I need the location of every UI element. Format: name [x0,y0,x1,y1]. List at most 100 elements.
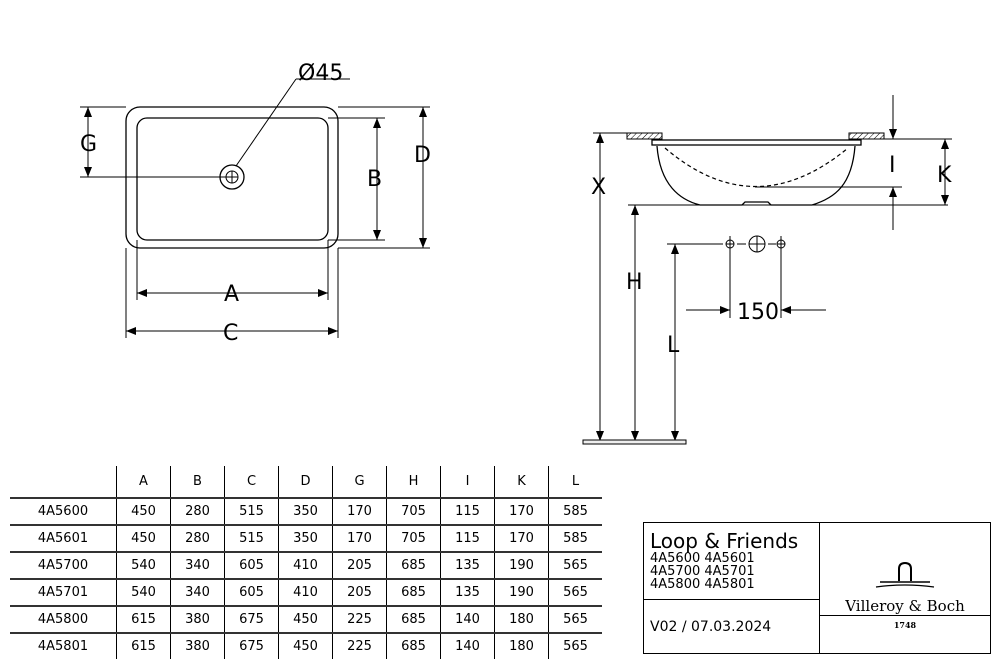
value-cell: 170 [332,524,387,552]
value-cell: 685 [386,605,441,633]
value-cell: 170 [494,524,549,552]
tap-spacing-label: 150 [737,300,779,325]
column-header: G [332,466,387,498]
value-cell: 585 [548,524,602,552]
value-cell: 515 [224,524,279,552]
value-cell: 450 [116,524,171,552]
value-cell: 615 [116,605,171,633]
value-cell: 615 [116,632,171,659]
value-cell: 135 [440,578,495,606]
value-cell: 170 [332,497,387,525]
model-cell: 4A5700 [10,551,117,579]
model-cell: 4A5601 [10,524,117,552]
fountain-icon [875,561,935,588]
value-cell: 135 [440,551,495,579]
value-cell: 225 [332,605,387,633]
label-a: A [224,282,239,307]
label-h: H [626,270,643,295]
value-cell: 675 [224,605,279,633]
column-header: K [494,466,549,498]
value-cell: 140 [440,605,495,633]
label-d: D [414,143,431,168]
value-cell: 180 [494,605,549,633]
top-view [80,78,430,338]
value-cell: 115 [440,524,495,552]
value-cell: 565 [548,605,602,633]
title-block-info: Loop & Friends 4A5600 4A5601 4A5700 4A57… [644,523,820,653]
value-cell: 190 [494,578,549,606]
value-cell: 225 [332,632,387,659]
value-cell: 685 [386,578,441,606]
column-header: D [278,466,333,498]
column-header: I [440,466,495,498]
value-cell: 685 [386,632,441,659]
model-line: 4A5800 4A5801 [650,577,755,592]
value-cell: 170 [494,497,549,525]
title-block: Loop & Friends 4A5600 4A5601 4A5700 4A57… [643,522,991,654]
label-i: I [889,153,896,178]
value-cell: 115 [440,497,495,525]
value-cell: 340 [170,578,225,606]
value-cell: 540 [116,578,171,606]
value-cell: 205 [332,578,387,606]
value-cell: 515 [224,497,279,525]
model-cell: 4A5801 [10,632,117,659]
column-header: H [386,466,441,498]
version-date: V02 / 07.03.2024 [650,619,772,635]
value-cell: 450 [116,497,171,525]
value-cell: 340 [170,551,225,579]
product-title: Loop & Friends [650,529,799,553]
value-cell: 605 [224,551,279,579]
label-g: G [80,132,97,157]
value-cell: 380 [170,605,225,633]
value-cell: 190 [494,551,549,579]
label-x: X [591,175,606,200]
value-cell: 450 [278,632,333,659]
drain-diameter-label: Ø45 [298,61,343,86]
label-l: L [667,333,680,358]
brand-logo: Villeroy & Boch 1748 [820,523,990,653]
value-cell: 410 [278,551,333,579]
value-cell: 565 [548,551,602,579]
label-k: K [937,163,952,188]
column-header: B [170,466,225,498]
value-cell: 205 [332,551,387,579]
side-view [582,95,952,445]
value-cell: 565 [548,632,602,659]
column-header: C [224,466,279,498]
brand-name: Villeroy & Boch [820,597,990,616]
value-cell: 450 [278,605,333,633]
model-list: 4A5600 4A5601 4A5700 4A5701 4A5800 4A580… [650,552,755,591]
value-cell: 605 [224,578,279,606]
brand-year: 1748 [893,620,917,630]
model-cell: 4A5600 [10,497,117,525]
label-b: B [367,167,382,192]
value-cell: 540 [116,551,171,579]
model-cell: 4A5800 [10,605,117,633]
value-cell: 350 [278,497,333,525]
value-cell: 140 [440,632,495,659]
value-cell: 350 [278,524,333,552]
title-block-header: Loop & Friends 4A5600 4A5601 4A5700 4A57… [644,523,819,600]
column-header: A [116,466,171,498]
value-cell: 705 [386,497,441,525]
model-cell: 4A5701 [10,578,117,606]
model-line: 4A5700 4A5701 [650,564,755,579]
value-cell: 585 [548,497,602,525]
model-line: 4A5600 4A5601 [650,551,755,566]
value-cell: 380 [170,632,225,659]
value-cell: 280 [170,524,225,552]
value-cell: 685 [386,551,441,579]
label-c: C [223,321,238,346]
value-cell: 565 [548,578,602,606]
value-cell: 180 [494,632,549,659]
column-header: L [548,466,602,498]
